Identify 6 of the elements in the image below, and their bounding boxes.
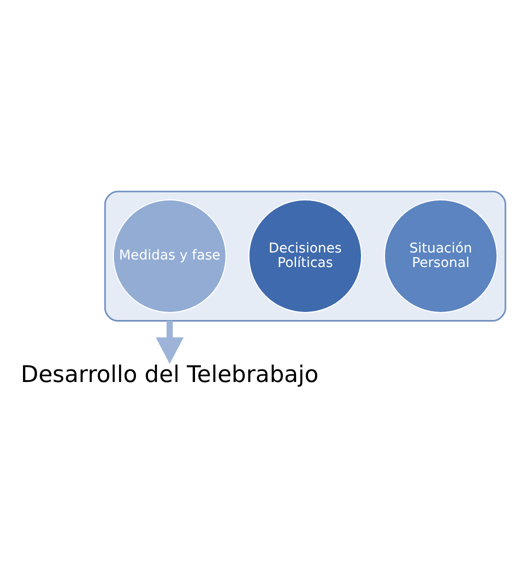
node-text: Desarrollo del Telebrabajo: [20, 362, 319, 388]
node-circle: Situación Personal: [384, 199, 498, 313]
node-circle: Medidas y fase: [112, 199, 226, 313]
arrow: [156, 320, 184, 364]
node-circle: Decisiones Políticas: [248, 199, 362, 313]
cluster: [104, 190, 506, 322]
